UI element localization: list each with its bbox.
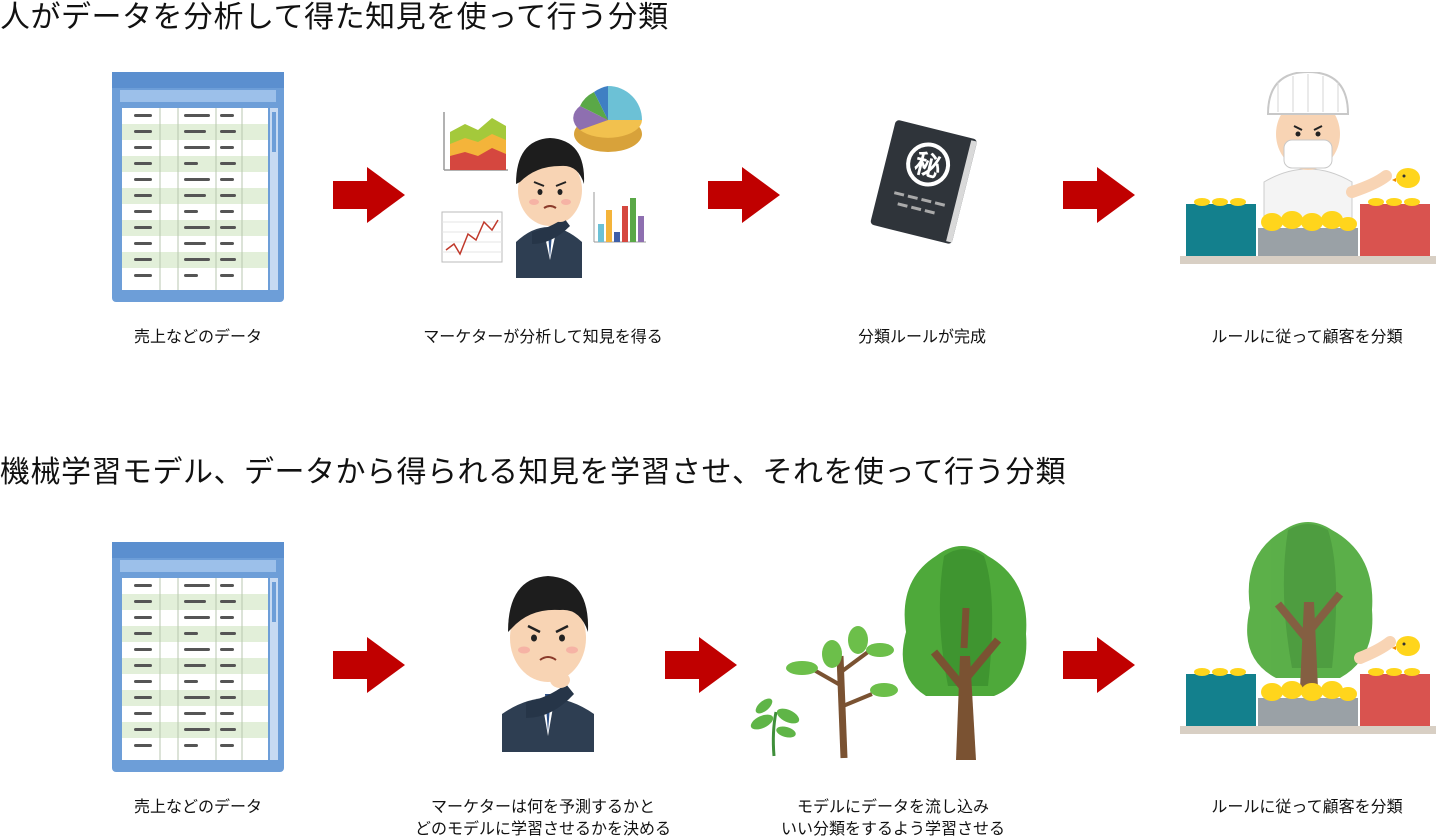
- step-caption-line: どのモデルに学習させるかを決める: [415, 818, 671, 840]
- sorting-bin-red: [1360, 204, 1430, 256]
- step-caption: マーケターは何を予測するかと どのモデルに学習させるかを決める: [415, 796, 671, 840]
- arrow-right-icon: [333, 637, 405, 693]
- tree-model-sorting-chicks-illustration: [1180, 518, 1436, 738]
- sorting-bin-teal: [1186, 204, 1256, 256]
- arrow-right-icon: [708, 167, 780, 223]
- arrow-right-icon: [1063, 637, 1135, 693]
- chick-icon: [1392, 636, 1420, 656]
- step-caption: 分類ルールが完成: [858, 326, 986, 348]
- secret-rulebook-icon: 秘: [868, 118, 980, 244]
- grown-tree-icon: [903, 546, 1027, 760]
- businessman-thinking-icon: [496, 572, 600, 752]
- food-worker-icon: [1264, 72, 1386, 222]
- businessman-thinking-icon: [516, 138, 584, 278]
- growing-trees-illustration: [748, 536, 1038, 760]
- step-caption: ルールに従って顧客を分類: [1211, 326, 1402, 348]
- step-caption-line: モデルにデータを流し込み: [781, 796, 1005, 818]
- sorting-bin-teal: [1186, 674, 1256, 726]
- step-caption: モデルにデータを流し込み いい分類をするよう学習させる: [781, 796, 1005, 840]
- arrow-right-icon: [665, 637, 737, 693]
- section1-title: 人がデータを分析して得た知見を使って行う分類: [0, 0, 669, 36]
- spreadsheet-icon: [112, 72, 284, 302]
- step-caption-line: マーケターは何を予測するかと: [415, 796, 671, 818]
- sorting-bin-red: [1360, 674, 1430, 726]
- step-caption: 売上などのデータ: [134, 796, 262, 818]
- spreadsheet-icon: [112, 542, 284, 772]
- pie-chart-icon: [573, 86, 642, 152]
- step-caption: マーケターが分析して知見を得る: [423, 326, 663, 348]
- arrow-right-icon: [1063, 167, 1135, 223]
- line-chart-icon: [442, 212, 502, 262]
- step-caption: ルールに従って顧客を分類: [1211, 796, 1402, 818]
- sprout-icon: [749, 696, 802, 756]
- area-chart-icon: [444, 112, 508, 170]
- chick-tray: [1258, 698, 1358, 726]
- worker-sorting-chicks-illustration: [1180, 72, 1436, 268]
- young-tree-icon: [786, 626, 898, 758]
- chick-tray: [1258, 228, 1358, 256]
- marketer-analyzing-illustration: [440, 82, 650, 278]
- arrow-right-icon: [333, 167, 405, 223]
- bar-chart-icon: [594, 192, 646, 242]
- step-caption: 売上などのデータ: [134, 326, 262, 348]
- section2-title: 機械学習モデル、データから得られる知見を学習させ、それを使って行う分類: [0, 455, 1066, 491]
- chick-icon: [1392, 168, 1420, 188]
- step-caption-line: いい分類をするよう学習させる: [781, 818, 1005, 840]
- grown-tree-icon: [1247, 522, 1372, 688]
